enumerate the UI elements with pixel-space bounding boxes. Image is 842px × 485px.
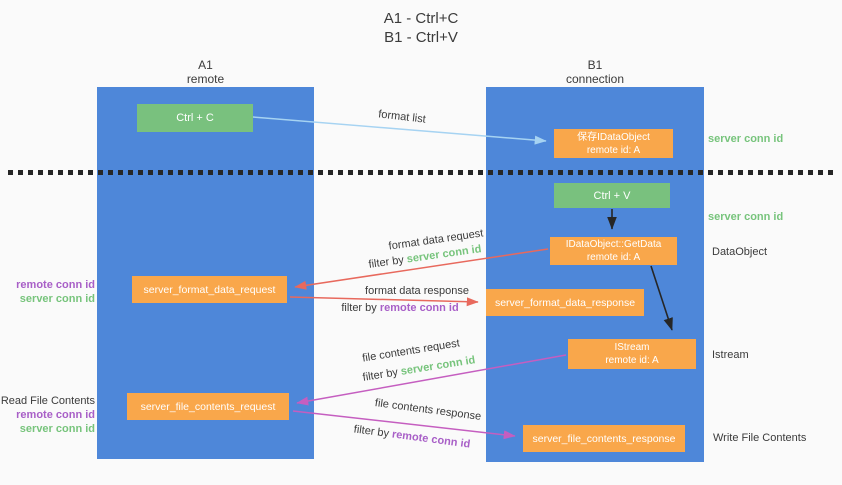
format-data-response-label: format data response (365, 285, 469, 297)
server-file-contents-request-node: server_file_contents_request (127, 393, 289, 420)
server-conn-id-annotation-mid: server conn id (708, 211, 784, 223)
column-a1-subtitle: remote (186, 72, 225, 86)
format-list-label: format list (377, 108, 427, 126)
filter-by-text: filter by (361, 366, 399, 384)
column-b1-id: B1 (587, 58, 603, 72)
file-contents-response-label: file contents response (374, 397, 482, 423)
column-header-a1: A1 remote (97, 58, 314, 86)
server-format-data-request-node: server_format_data_request (132, 276, 287, 303)
remote-conn-id-annotation-2: remote conn id (16, 409, 95, 421)
filter-by-text: filter by (341, 302, 377, 314)
istream-node: IStream remote id: A (568, 339, 696, 369)
title-line-2: B1 - Ctrl+V (384, 29, 458, 46)
remote-conn-id-text: remote conn id (379, 302, 459, 314)
server-conn-id-annotation-top: server conn id (708, 133, 784, 145)
idataobject-getdata-line1: IDataObject::GetData (565, 239, 662, 250)
filter-by-remote-conn-id-label-2: filter by remote conn id (353, 423, 471, 450)
idataobject-getdata-node: IDataObject::GetData remote id: A (550, 237, 677, 265)
diagram-title: A1 - Ctrl+C B1 - Ctrl+V (0, 9, 842, 47)
remote-conn-id-annotation-1: remote conn id (16, 279, 95, 291)
ctrl-c-key: Ctrl + C (137, 104, 253, 132)
server-format-data-response-node: server_format_data_response (486, 289, 644, 316)
save-idataobject-node: 保存IDataObject remote id: A (554, 129, 673, 158)
dataobject-annotation: DataObject (712, 246, 768, 258)
server-conn-id-annotation-1: server conn id (19, 293, 95, 305)
column-b1-subtitle: connection (565, 72, 625, 86)
istream-annotation: Istream (712, 349, 749, 361)
server-conn-id-text: server conn id (399, 354, 477, 378)
istream-line1: IStream (614, 342, 650, 353)
filter-by-text: filter by (367, 254, 405, 271)
dotted-divider (8, 170, 835, 175)
read-file-contents-annotation: Read File Contents (0, 395, 95, 407)
write-file-contents-annotation: Write File Contents (713, 432, 807, 444)
filter-by-text: filter by (353, 423, 390, 440)
title-line-1: A1 - Ctrl+C (383, 10, 459, 27)
left-conn-id-block-1: remote conn id server conn id (0, 278, 95, 306)
save-idataobject-line2: remote id: A (586, 144, 641, 156)
column-a1-id: A1 (198, 58, 213, 72)
ctrl-v-key: Ctrl + V (554, 183, 670, 208)
idataobject-getdata-line2: remote id: A (586, 252, 641, 263)
save-idataobject-line1: 保存IDataObject (577, 131, 650, 143)
remote-conn-id-text: remote conn id (391, 428, 471, 451)
column-header-b1: B1 connection (486, 58, 704, 86)
server-file-contents-response-node: server_file_contents_response (523, 425, 685, 452)
server-conn-id-annotation-2: server conn id (19, 423, 95, 435)
filter-by-remote-conn-id-label-1: filter by remote conn id (341, 302, 458, 314)
left-conn-id-block-2: Read File Contents remote conn id server… (0, 394, 95, 436)
istream-line2: remote id: A (605, 355, 659, 366)
